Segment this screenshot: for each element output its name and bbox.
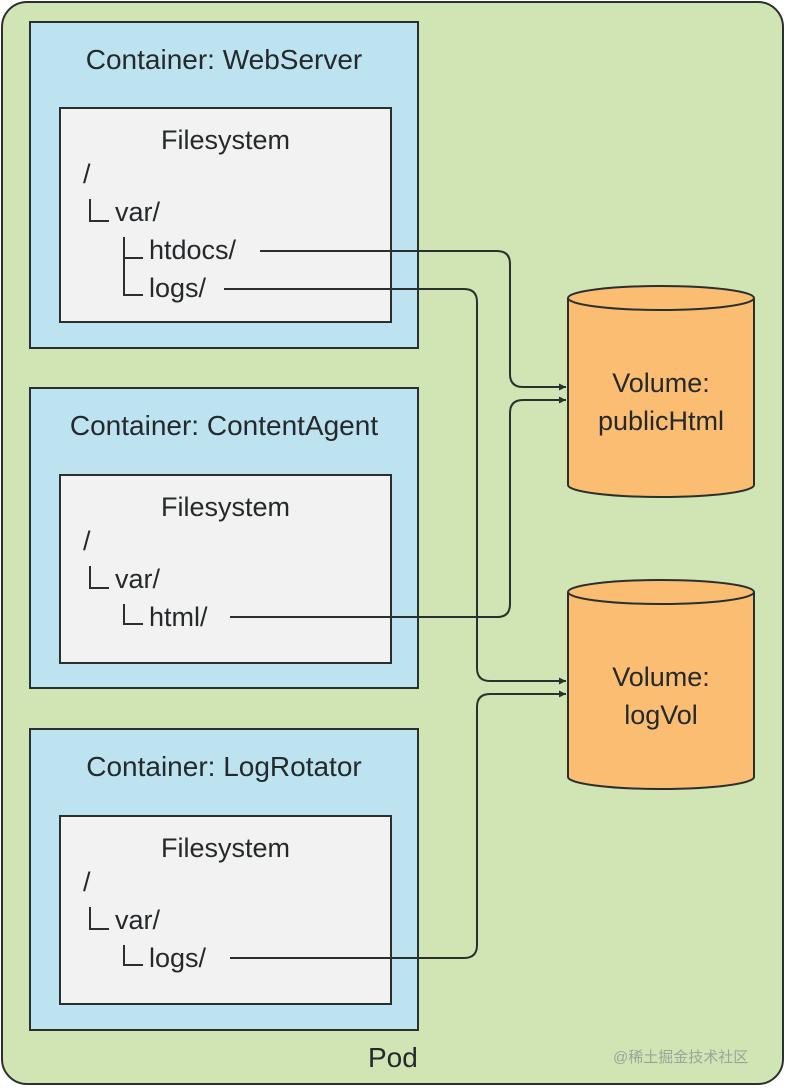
- fs-root: /: [83, 526, 91, 556]
- volume-label-publichtml: Volume: publicHtml: [568, 364, 754, 440]
- tree-branch-icon: [123, 604, 143, 625]
- fs-var: var/: [115, 197, 161, 227]
- filesystem-title: Filesystem: [160, 833, 290, 863]
- tree-branch-icon: [89, 199, 109, 222]
- filesystem-box: Filesystem / var/ html/: [59, 474, 392, 664]
- fs-var: var/: [115, 564, 161, 594]
- container-contentagent: Container: ContentAgent Filesystem / var…: [29, 387, 419, 689]
- pod-label: Pod: [368, 1042, 418, 1073]
- filesystem-box: Filesystem / var/ logs/: [59, 815, 392, 1005]
- container-title: Container: ContentAgent: [69, 410, 379, 441]
- watermark: @稀土掘金技术社区: [613, 1049, 749, 1066]
- volume-label-line2: logVol: [624, 700, 698, 730]
- container-title: Container: LogRotator: [86, 751, 362, 782]
- container-logrotator: Container: LogRotator Filesystem / var/ …: [29, 728, 419, 1031]
- fs-root: /: [83, 867, 91, 897]
- tree-vert-icon: [123, 237, 125, 295]
- volume-label-line1: Volume:: [612, 368, 710, 398]
- tree-branch-icon: [123, 945, 143, 966]
- container-webserver: Container: WebServer Filesystem / var/ h…: [29, 21, 419, 349]
- tree-corner-icon: [123, 294, 143, 296]
- volume-label-logvol: Volume: logVol: [568, 658, 754, 734]
- fs-htdocs: htdocs/: [149, 235, 237, 265]
- tree-branch-icon: [89, 907, 109, 930]
- fs-root: /: [83, 159, 91, 189]
- fs-logs: logs/: [149, 943, 207, 973]
- filesystem-title: Filesystem: [160, 492, 290, 522]
- filesystem-title: Filesystem: [160, 125, 290, 155]
- fs-var: var/: [115, 905, 161, 935]
- fs-html: html/: [149, 602, 208, 632]
- tree-branch-icon: [89, 566, 109, 589]
- filesystem-box: Filesystem / var/ htdocs/ logs/: [59, 107, 392, 323]
- volume-label-line1: Volume:: [612, 662, 710, 692]
- tree-tee-icon: [123, 257, 143, 259]
- fs-logs: logs/: [149, 273, 207, 303]
- container-title: Container: WebServer: [85, 44, 363, 75]
- volume-label-line2: publicHtml: [597, 406, 725, 436]
